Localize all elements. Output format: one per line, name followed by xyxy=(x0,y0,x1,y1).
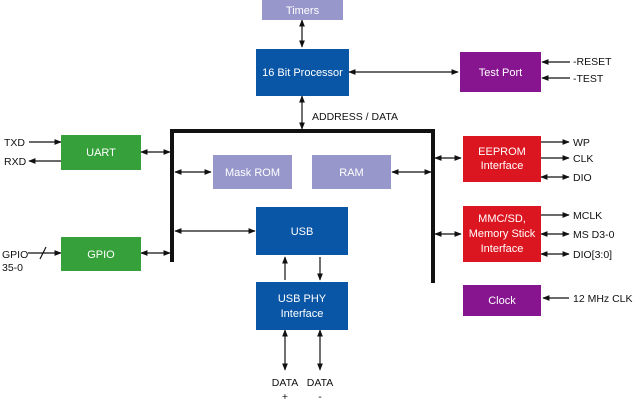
dio-label: DIO xyxy=(573,172,592,184)
eeprom-label-line2: Interface xyxy=(481,160,524,172)
clk-label: CLK xyxy=(573,153,593,165)
data-plus-label-line1: DATA xyxy=(272,377,298,389)
processor-block: 16 Bit Processor xyxy=(256,49,349,96)
connectors xyxy=(28,19,570,371)
address-data-label: ADDRESS / DATA xyxy=(312,111,398,123)
data-minus-label-line2: - xyxy=(318,391,322,403)
ram-label: RAM xyxy=(339,167,363,179)
mmc-label-line3: Interface xyxy=(481,243,524,255)
reset-label: -RESET xyxy=(573,56,612,68)
test-label: -TEST xyxy=(573,73,604,85)
wp-label: WP xyxy=(573,137,590,149)
test-port-label: Test Port xyxy=(479,67,522,79)
mclk-label: MCLK xyxy=(573,210,602,222)
data-plus-label-line2: + xyxy=(282,391,288,403)
dio-bus-label: DIO[3:0] xyxy=(573,249,612,261)
gpio-pins-label-line2: 35-0 xyxy=(2,262,23,274)
clock-block: Clock xyxy=(463,285,541,316)
gpio-bus-slash xyxy=(39,246,47,260)
usb-phy-label-line2: Interface xyxy=(281,308,324,320)
test-port-block: Test Port xyxy=(460,52,541,92)
mask-rom-label: Mask ROM xyxy=(225,167,280,179)
usb-phy-label-line1: USB PHY xyxy=(278,293,327,305)
mmc-label-line2: Memory Stick xyxy=(469,228,536,240)
timers-block: Timers xyxy=(262,0,343,20)
gpio-block: GPIO xyxy=(61,237,141,271)
ram-block: RAM xyxy=(312,155,391,189)
data-minus-label-line1: DATA xyxy=(307,377,333,389)
internal-bus xyxy=(170,129,435,283)
signal-labels: ADDRESS / DATA -RESET -TEST WP CLK DIO M… xyxy=(2,56,633,403)
clk-12mhz-label: 12 MHz CLK xyxy=(573,293,633,305)
rxd-label: RXD xyxy=(4,156,27,168)
uart-block: UART xyxy=(61,135,141,170)
clock-label: Clock xyxy=(488,295,516,307)
eeprom-label-line1: EEPROM xyxy=(478,146,526,158)
timers-label: Timers xyxy=(286,5,320,17)
mmc-block: MMC/SD, Memory Stick Interface xyxy=(463,206,541,262)
usb-label: USB xyxy=(291,226,314,238)
gpio-pins-label-line1: GPIO xyxy=(2,249,28,261)
processor-label: 16 Bit Processor xyxy=(262,67,343,79)
uart-label: UART xyxy=(86,147,116,159)
mmc-label-line1: MMC/SD, xyxy=(478,213,526,225)
txd-label: TXD xyxy=(4,137,25,149)
mask-rom-block: Mask ROM xyxy=(213,155,292,189)
ms-d-label: MS D3-0 xyxy=(573,229,615,241)
eeprom-block: EEPROM Interface xyxy=(463,136,541,182)
gpio-label: GPIO xyxy=(87,249,115,261)
usb-block: USB xyxy=(256,207,348,255)
usb-phy-block: USB PHY Interface xyxy=(256,282,348,330)
